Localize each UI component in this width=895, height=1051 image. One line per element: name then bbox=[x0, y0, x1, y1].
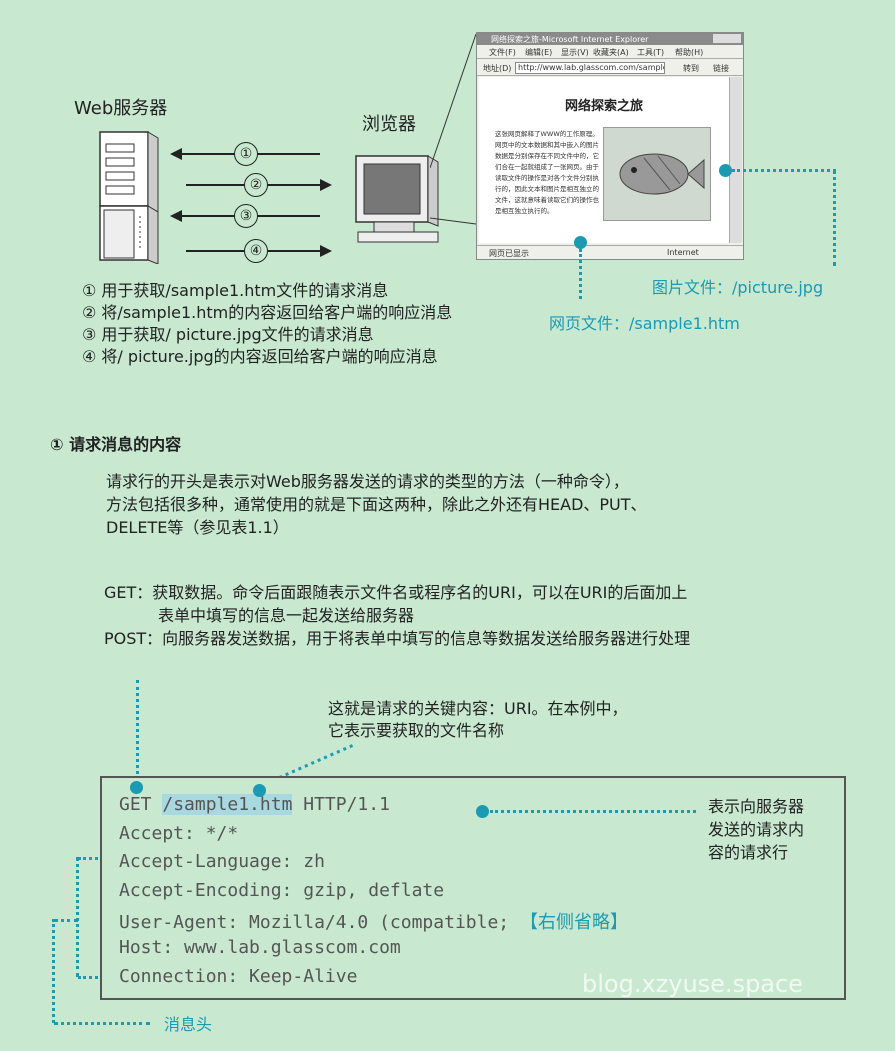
computer-icon bbox=[352, 150, 442, 246]
menu-edit[interactable]: 编辑(E) bbox=[525, 48, 553, 57]
method-dot bbox=[130, 781, 143, 794]
arrow-1: ① bbox=[170, 142, 320, 166]
header-user-agent: User-Agent: Mozilla/4.0 (compatible; 【右侧… bbox=[119, 912, 628, 933]
picture-line-h bbox=[732, 169, 836, 172]
request-line-note-3: 容的请求行 bbox=[708, 843, 789, 862]
request-line-connector bbox=[490, 810, 696, 813]
title-bar: 网络探索之旅-Microsoft Internet Explorer bbox=[477, 33, 743, 45]
links-button[interactable]: 链接 bbox=[713, 64, 729, 73]
step-1: ① 用于获取/sample1.htm文件的请求消息 bbox=[82, 281, 389, 300]
header-accept-language: Accept-Language: zh bbox=[119, 851, 325, 872]
header-accept-encoding: Accept-Encoding: gzip, deflate bbox=[119, 880, 445, 901]
intro-line-2: 方法包括很多种，通常使用的就是下面这两种，除此之外还有HEAD、PUT、 bbox=[106, 495, 647, 514]
menu-view[interactable]: 显示(V) bbox=[561, 48, 589, 57]
page-text: 这张网页解释了WWW的工作原理。网页中的文本数据和其中嵌入的图片数据是分别保存在… bbox=[495, 130, 599, 215]
header-bracket-bottom bbox=[78, 976, 98, 979]
request-method: GET bbox=[119, 794, 163, 815]
window-title: 网络探索之旅-Microsoft Internet Explorer bbox=[491, 35, 649, 44]
arrow-4: ④ bbox=[186, 239, 332, 263]
header-accept: Accept: */* bbox=[119, 823, 239, 844]
request-line-note-2: 发送的请求内 bbox=[708, 820, 805, 839]
intro-line-1: 请求行的开头是表示对Web服务器发送的请求的类型的方法（一种命令）， bbox=[106, 472, 629, 491]
method-line bbox=[136, 680, 139, 780]
browser-window: 网络探索之旅-Microsoft Internet Explorer 文件(F)… bbox=[476, 32, 744, 260]
server-icon bbox=[92, 130, 164, 265]
arrow-2-number: ② bbox=[244, 173, 268, 197]
arrow-2: ② bbox=[186, 173, 332, 197]
address-input[interactable]: http://www.lab.glasscom.com/sample1.htm bbox=[515, 62, 665, 74]
intro-line-3: DELETE等（参见表1.1） bbox=[106, 518, 289, 537]
request-line-dot bbox=[476, 805, 489, 818]
request-line-note-1: 表示向服务器 bbox=[708, 797, 805, 816]
arrow-1-number: ① bbox=[234, 142, 258, 166]
request-box: GET /sample1.htm HTTP/1.1 Accept: */* Ac… bbox=[100, 776, 846, 1000]
status-left: 网页已显示 bbox=[489, 249, 529, 258]
omitted-note: 【右侧省略】 bbox=[519, 912, 628, 933]
step-2: ② 将/sample1.htm的内容返回给客户端的响应消息 bbox=[82, 303, 453, 322]
server-label: Web服务器 bbox=[74, 98, 168, 119]
zoom-outline bbox=[430, 33, 477, 225]
scrollbar[interactable] bbox=[729, 77, 742, 243]
picture-line-v bbox=[833, 170, 836, 266]
page-dot bbox=[574, 236, 587, 249]
address-bar: 地址(D) http://www.lab.glasscom.com/sample… bbox=[477, 59, 743, 76]
window-controls[interactable] bbox=[713, 34, 741, 43]
page-label: 网页文件：/sample1.htm bbox=[549, 314, 740, 333]
step-3: ③ 用于获取/ picture.jpg文件的请求消息 bbox=[82, 325, 374, 344]
arrow-3: ③ bbox=[170, 204, 320, 228]
request-version: HTTP/1.1 bbox=[292, 794, 390, 815]
status-bar: 网页已显示 Internet bbox=[477, 245, 743, 259]
header-host: Host: www.lab.glasscom.com bbox=[119, 937, 401, 958]
watermark: blog.xzyuse.space bbox=[582, 970, 803, 998]
get-line-1: GET：获取数据。命令后面跟随表示文件名或程序名的URI，可以在URI的后面加上 bbox=[104, 583, 688, 602]
status-right: Internet bbox=[667, 248, 699, 257]
go-button[interactable]: 转到 bbox=[683, 64, 699, 73]
arrow-3-number: ③ bbox=[234, 204, 258, 228]
get-line-2: 表单中填写的信息一起发送给服务器 bbox=[158, 606, 415, 625]
header-bracket-top bbox=[78, 857, 98, 860]
menu-tools[interactable]: 工具(T) bbox=[637, 48, 665, 57]
picture-dot bbox=[719, 164, 732, 177]
page-line-v bbox=[579, 249, 582, 299]
header-bracket-mid bbox=[54, 919, 78, 922]
fish-icon bbox=[619, 153, 705, 195]
uri-note-2: 它表示要获取的文件名称 bbox=[328, 721, 505, 740]
browser-label: 浏览器 bbox=[362, 114, 416, 135]
header-bracket-inner bbox=[76, 857, 79, 977]
uri-dot bbox=[253, 784, 266, 797]
page-title: 网络探索之旅 bbox=[564, 99, 643, 114]
menu-file[interactable]: 文件(F) bbox=[489, 48, 516, 57]
section-heading: ① 请求消息的内容 bbox=[50, 435, 182, 454]
menu-bar: 文件(F) 编辑(E) 显示(V) 收藏夹(A) 工具(T) 帮助(H) bbox=[477, 45, 743, 59]
menu-favorites[interactable]: 收藏夹(A) bbox=[593, 48, 629, 57]
page-content: 网络探索之旅 这张网页解释了WWW的工作原理。网页中的文本数据和其中嵌入的图片数… bbox=[479, 77, 729, 243]
arrow-4-number: ④ bbox=[244, 239, 268, 263]
request-line: GET /sample1.htm HTTP/1.1 bbox=[119, 794, 390, 815]
header-bracket-outer bbox=[52, 919, 55, 1023]
post-line: POST：向服务器发送数据，用于将表单中填写的信息等数据发送给服务器进行处理 bbox=[104, 629, 691, 648]
page-image bbox=[603, 127, 711, 221]
header-connection: Connection: Keep-Alive bbox=[119, 966, 358, 987]
menu-help[interactable]: 帮助(H) bbox=[675, 48, 704, 57]
step-4: ④ 将/ picture.jpg的内容返回给客户端的响应消息 bbox=[82, 347, 438, 366]
uri-note-1: 这就是请求的关键内容：URI。在本例中， bbox=[328, 699, 628, 718]
header-label: 消息头 bbox=[164, 1015, 213, 1034]
header-bracket-to-label bbox=[54, 1022, 150, 1025]
picture-label: 图片文件：/picture.jpg bbox=[652, 278, 824, 297]
request-uri: /sample1.htm bbox=[162, 794, 293, 815]
address-label: 地址(D) bbox=[483, 64, 512, 73]
